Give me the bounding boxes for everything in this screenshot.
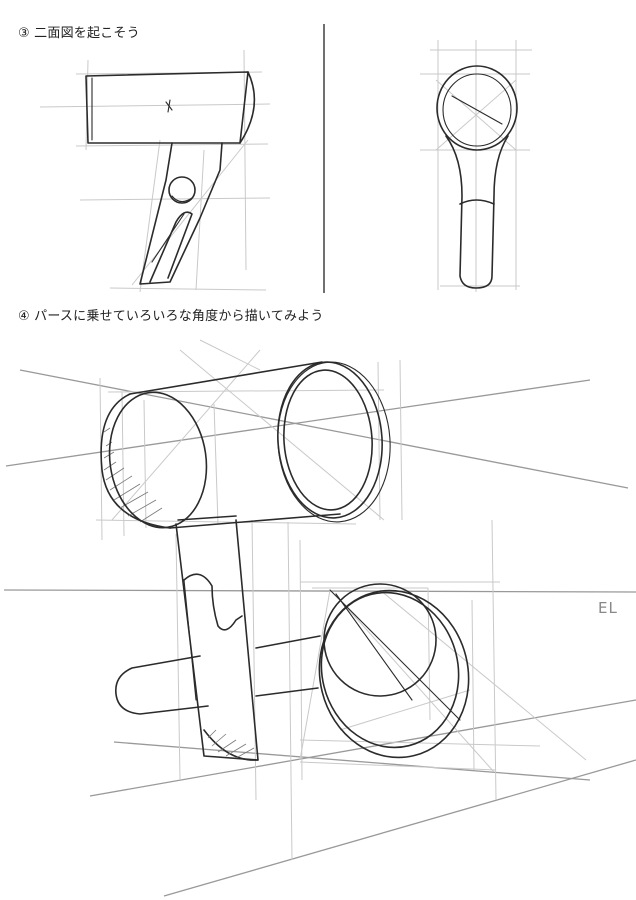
front-view-dryer — [436, 65, 518, 289]
perspective-dryer-lower — [115, 583, 470, 759]
perspective-drawing — [3, 339, 636, 897]
side-view-guides — [39, 49, 271, 293]
step4-caption: ④ パースに乗せていろいろな角度から描いてみよう — [18, 309, 324, 324]
handle-hatch — [207, 729, 255, 759]
step3-caption: ③ 二面図を起こそう — [18, 26, 140, 41]
eye-level-label: EL — [598, 599, 618, 617]
front-view-guides — [420, 40, 532, 292]
perspective-dryer-upper — [100, 361, 391, 761]
two-view-drawing — [39, 24, 532, 293]
side-view-dryer — [85, 71, 256, 285]
perspective-guides — [3, 369, 636, 897]
construction-lines — [95, 339, 587, 861]
